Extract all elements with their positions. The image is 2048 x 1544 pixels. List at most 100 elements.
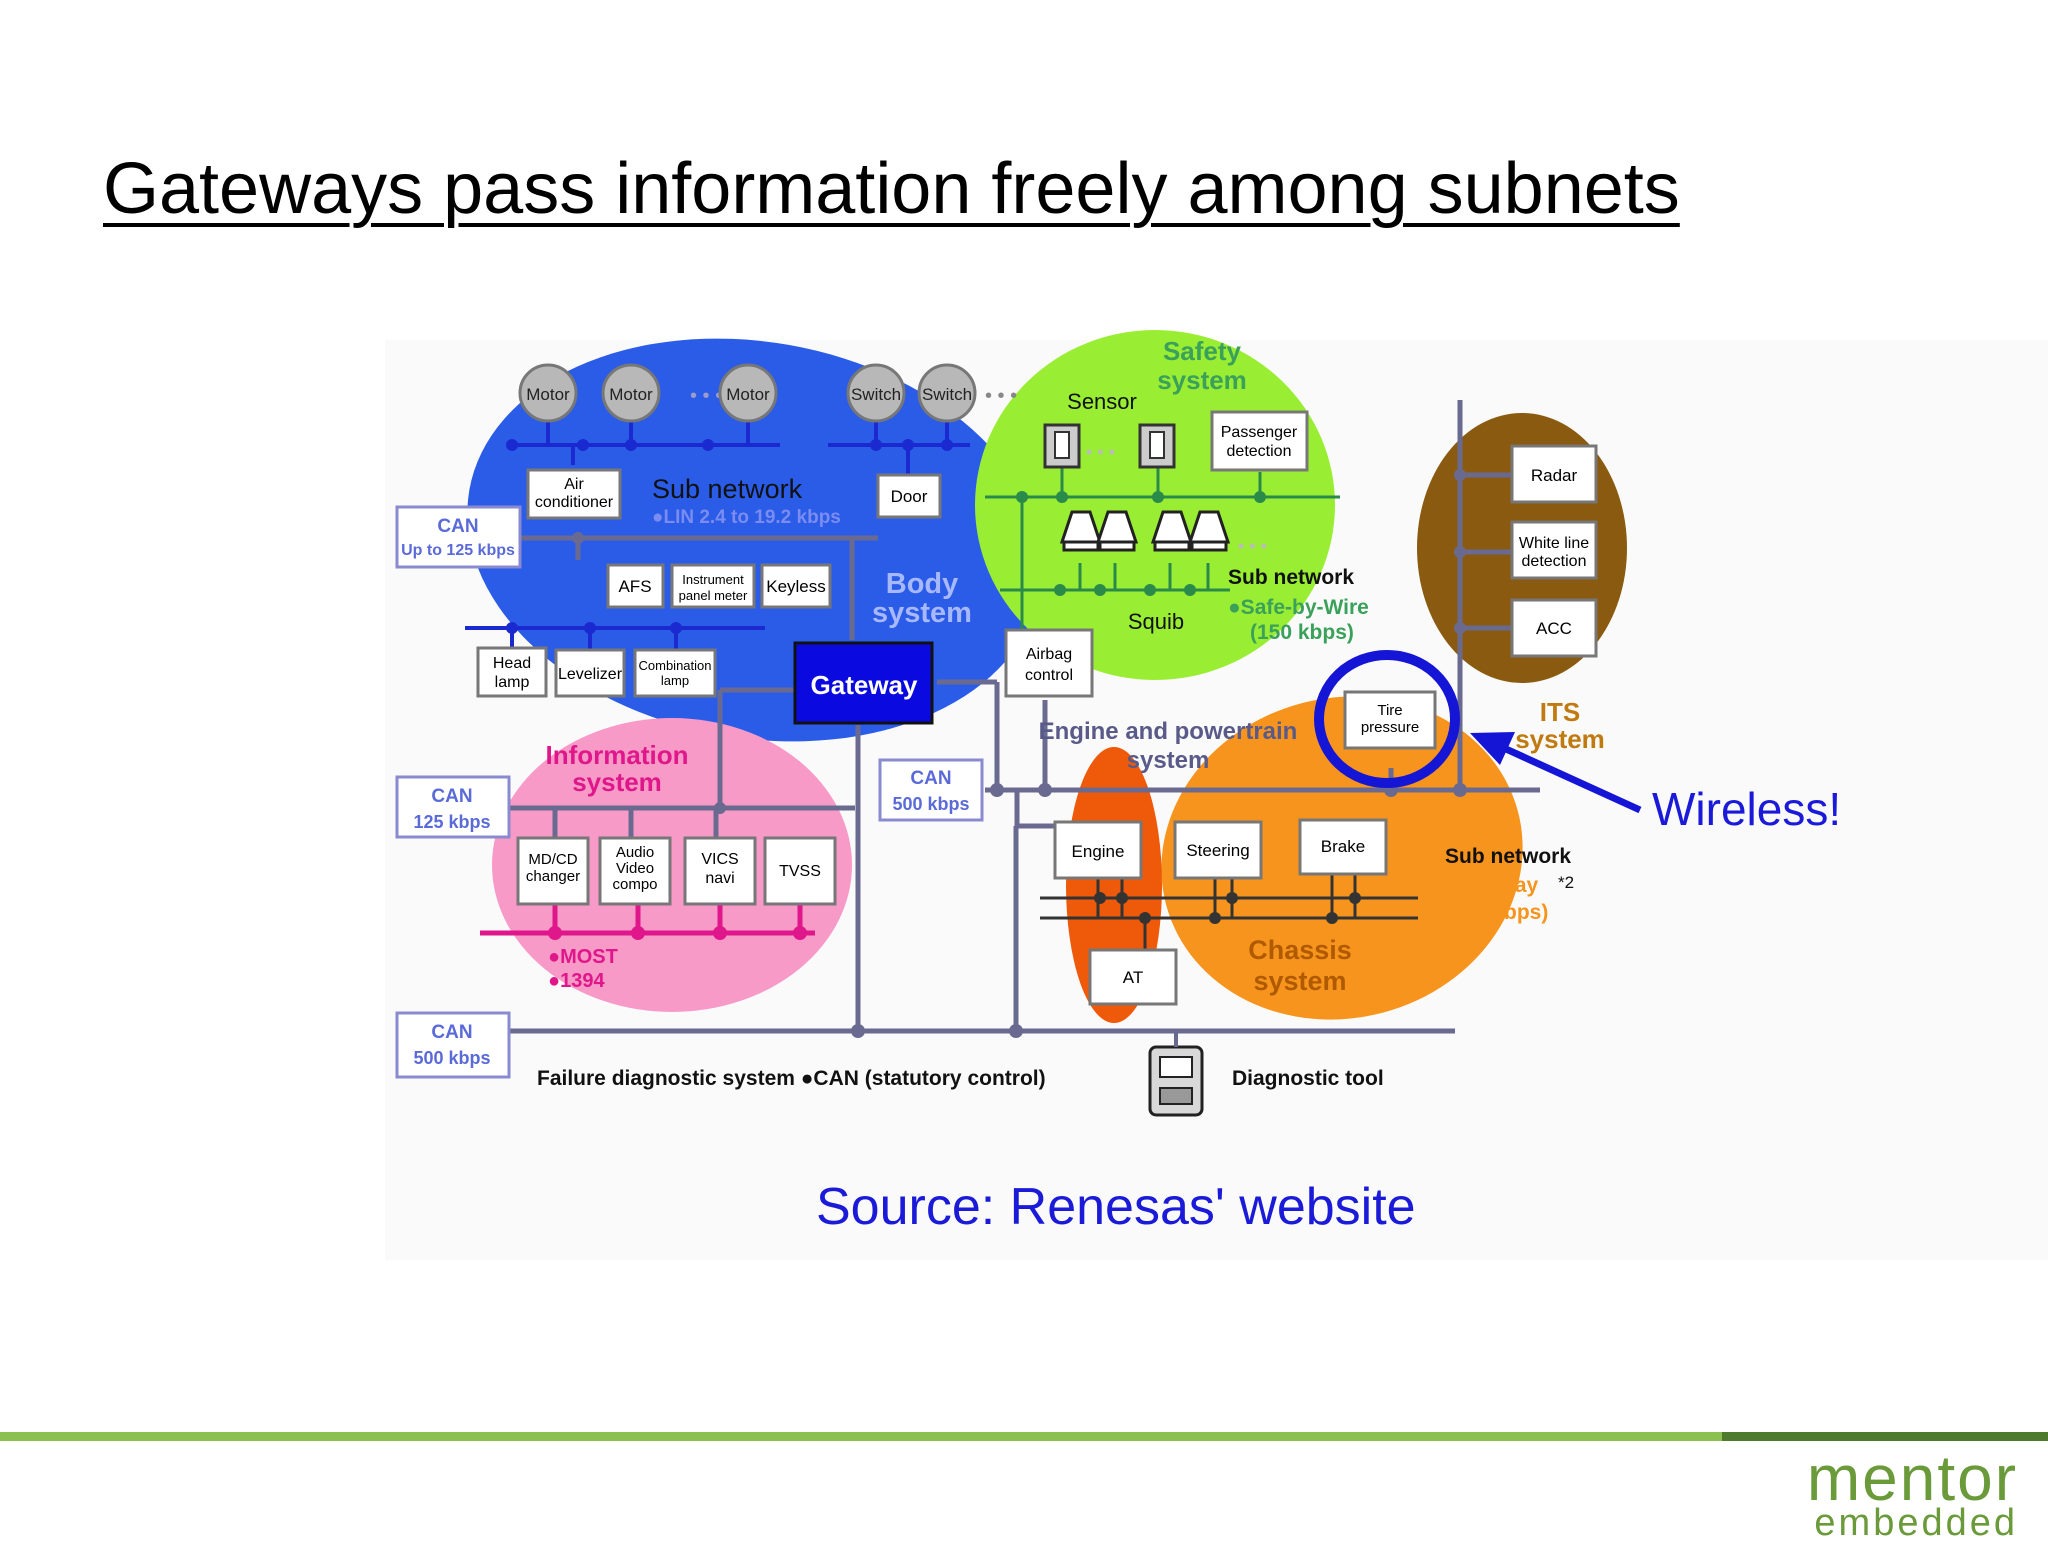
svg-text:White line: White line (1519, 535, 1589, 552)
svg-text:Door: Door (891, 487, 928, 506)
engine-box: Engine (1053, 820, 1143, 880)
md-cd-changer-box: MD/CD changer (516, 836, 590, 906)
footer-bar-accent (1722, 1432, 2048, 1441)
svg-text:panel meter: panel meter (679, 588, 748, 603)
sensor-icon (1138, 423, 1176, 469)
svg-text:Instrument: Instrument (682, 572, 744, 587)
sensor-icon (1043, 423, 1081, 469)
safety-subnet-bus: (150 kbps) (1250, 621, 1354, 644)
svg-text:conditioner: conditioner (535, 494, 614, 511)
source-caption: Source: Renesas' website (816, 1178, 1416, 1236)
chassis-system-label: system (1253, 966, 1346, 996)
at-box: AT (1088, 948, 1178, 1006)
body-subnet-bus: ●LIN 2.4 to 19.2 kbps (652, 507, 841, 528)
info-system-label: Information (546, 740, 689, 770)
svg-text:Audio: Audio (616, 844, 654, 861)
wireless-annotation: Wireless! (1652, 783, 1842, 835)
keyless-box: Keyless (760, 563, 832, 609)
ellipsis: • • • (985, 385, 1017, 407)
svg-text:Radar: Radar (1531, 466, 1578, 485)
svg-text:Switch: Switch (851, 385, 901, 404)
door-box: Door (876, 473, 942, 519)
motor-node: Motor (518, 363, 578, 423)
diagnostic-tool-label: Diagnostic tool (1232, 1067, 1384, 1090)
svg-text:detection: detection (1227, 443, 1292, 460)
svg-text:lamp: lamp (495, 674, 530, 691)
chassis-system-label: Chassis (1248, 935, 1352, 965)
svg-text:Passenger: Passenger (1221, 424, 1298, 441)
lin-junctions (506, 439, 953, 634)
svg-text:500 kbps: 500 kbps (892, 794, 969, 814)
flexray-footnote: *2 (1558, 873, 1574, 892)
safety-system-label: Safety (1163, 336, 1242, 366)
levelizer-box: Levelizer (554, 648, 626, 698)
ieee1394-label: ●1394 (548, 970, 605, 992)
svg-text:Head: Head (493, 655, 531, 672)
svg-text:Brake: Brake (1321, 837, 1365, 856)
most-junctions (548, 926, 807, 940)
svg-text:navi: navi (705, 870, 734, 887)
svg-text:AT: AT (1123, 968, 1143, 987)
safety-system-label: system (1157, 365, 1247, 395)
safety-subnet-bus: ●Safe-by-Wire (1228, 596, 1369, 619)
its-system-label: system (1515, 724, 1605, 754)
svg-text:lamp: lamp (661, 673, 689, 688)
most-label: ●MOST (548, 946, 618, 968)
svg-text:125 kbps: 125 kbps (413, 812, 490, 832)
svg-text:MD/CD: MD/CD (528, 851, 577, 868)
svg-text:control: control (1025, 667, 1073, 684)
svg-text:Levelizer: Levelizer (558, 666, 623, 683)
vics-navi-box: VICS navi (683, 836, 757, 906)
svg-text:Video: Video (616, 860, 654, 877)
steering-box: Steering (1173, 820, 1263, 880)
motor-node: Motor (601, 363, 661, 423)
white-line-detection-box: White line detection (1510, 520, 1598, 580)
svg-text:Air: Air (564, 476, 584, 493)
svg-text:AFS: AFS (618, 577, 651, 596)
svg-text:CAN: CAN (910, 768, 951, 789)
safety-junctions (1016, 491, 1266, 596)
body-system-label: system (872, 597, 972, 629)
switch-node: Switch (917, 363, 977, 423)
svg-text:Motor: Motor (609, 385, 653, 404)
flexray-junctions (1094, 892, 1361, 924)
svg-text:changer: changer (526, 868, 580, 885)
svg-text:Steering: Steering (1186, 841, 1249, 860)
flexray-label: ●FlexRay (1445, 874, 1539, 897)
bus-junctions (572, 469, 1467, 1038)
svg-text:Gateway: Gateway (811, 670, 918, 700)
can-box-body: CAN Up to 125 kbps (395, 505, 522, 569)
brake-box: Brake (1298, 818, 1388, 876)
switch-node: Switch (846, 363, 906, 423)
svg-text:Tire: Tire (1377, 702, 1402, 719)
can-box-powertrain: CAN 500 kbps (878, 758, 984, 822)
tire-pressure-highlight-circle (1314, 650, 1460, 788)
radar-box: Radar (1510, 444, 1598, 504)
svg-text:500 kbps: 500 kbps (413, 1048, 490, 1068)
bus-lines (405, 400, 1540, 1034)
can-box-info: CAN 125 kbps (395, 775, 511, 839)
svg-text:CAN: CAN (437, 516, 478, 537)
wireless-arrow (1470, 732, 1642, 814)
svg-text:CAN: CAN (431, 786, 472, 807)
svg-text:Up to 125 kbps: Up to 125 kbps (401, 542, 515, 559)
slide-title: Gateways pass information freely among s… (103, 149, 1680, 229)
tire-pressure-box: Tire pressure (1343, 690, 1437, 750)
mentor-embedded-logo: mentor embedded (1748, 1446, 2018, 1542)
svg-text:VICS: VICS (701, 851, 738, 868)
failure-diagnostic-label: Failure diagnostic system ●CAN (statutor… (537, 1067, 1046, 1090)
svg-text:Motor: Motor (726, 385, 770, 404)
ellipsis: • • • (690, 385, 722, 407)
acc-box: ACC (1510, 598, 1598, 658)
combination-lamp-box: Combination lamp (633, 648, 717, 698)
svg-text:Motor: Motor (526, 385, 570, 404)
instrument-panel-box: Instrument panel meter (670, 563, 756, 609)
flexray-speed: (5 Mbps) (1462, 901, 1548, 924)
sensor-label: Sensor (1067, 389, 1137, 414)
gateway-box: Gateway (793, 641, 934, 725)
chassis-subnet-title: Sub network (1445, 845, 1571, 868)
svg-text:Airbag: Airbag (1026, 646, 1072, 663)
body-subnet-title: Sub network (652, 474, 803, 504)
footer-bar (0, 1432, 1722, 1441)
